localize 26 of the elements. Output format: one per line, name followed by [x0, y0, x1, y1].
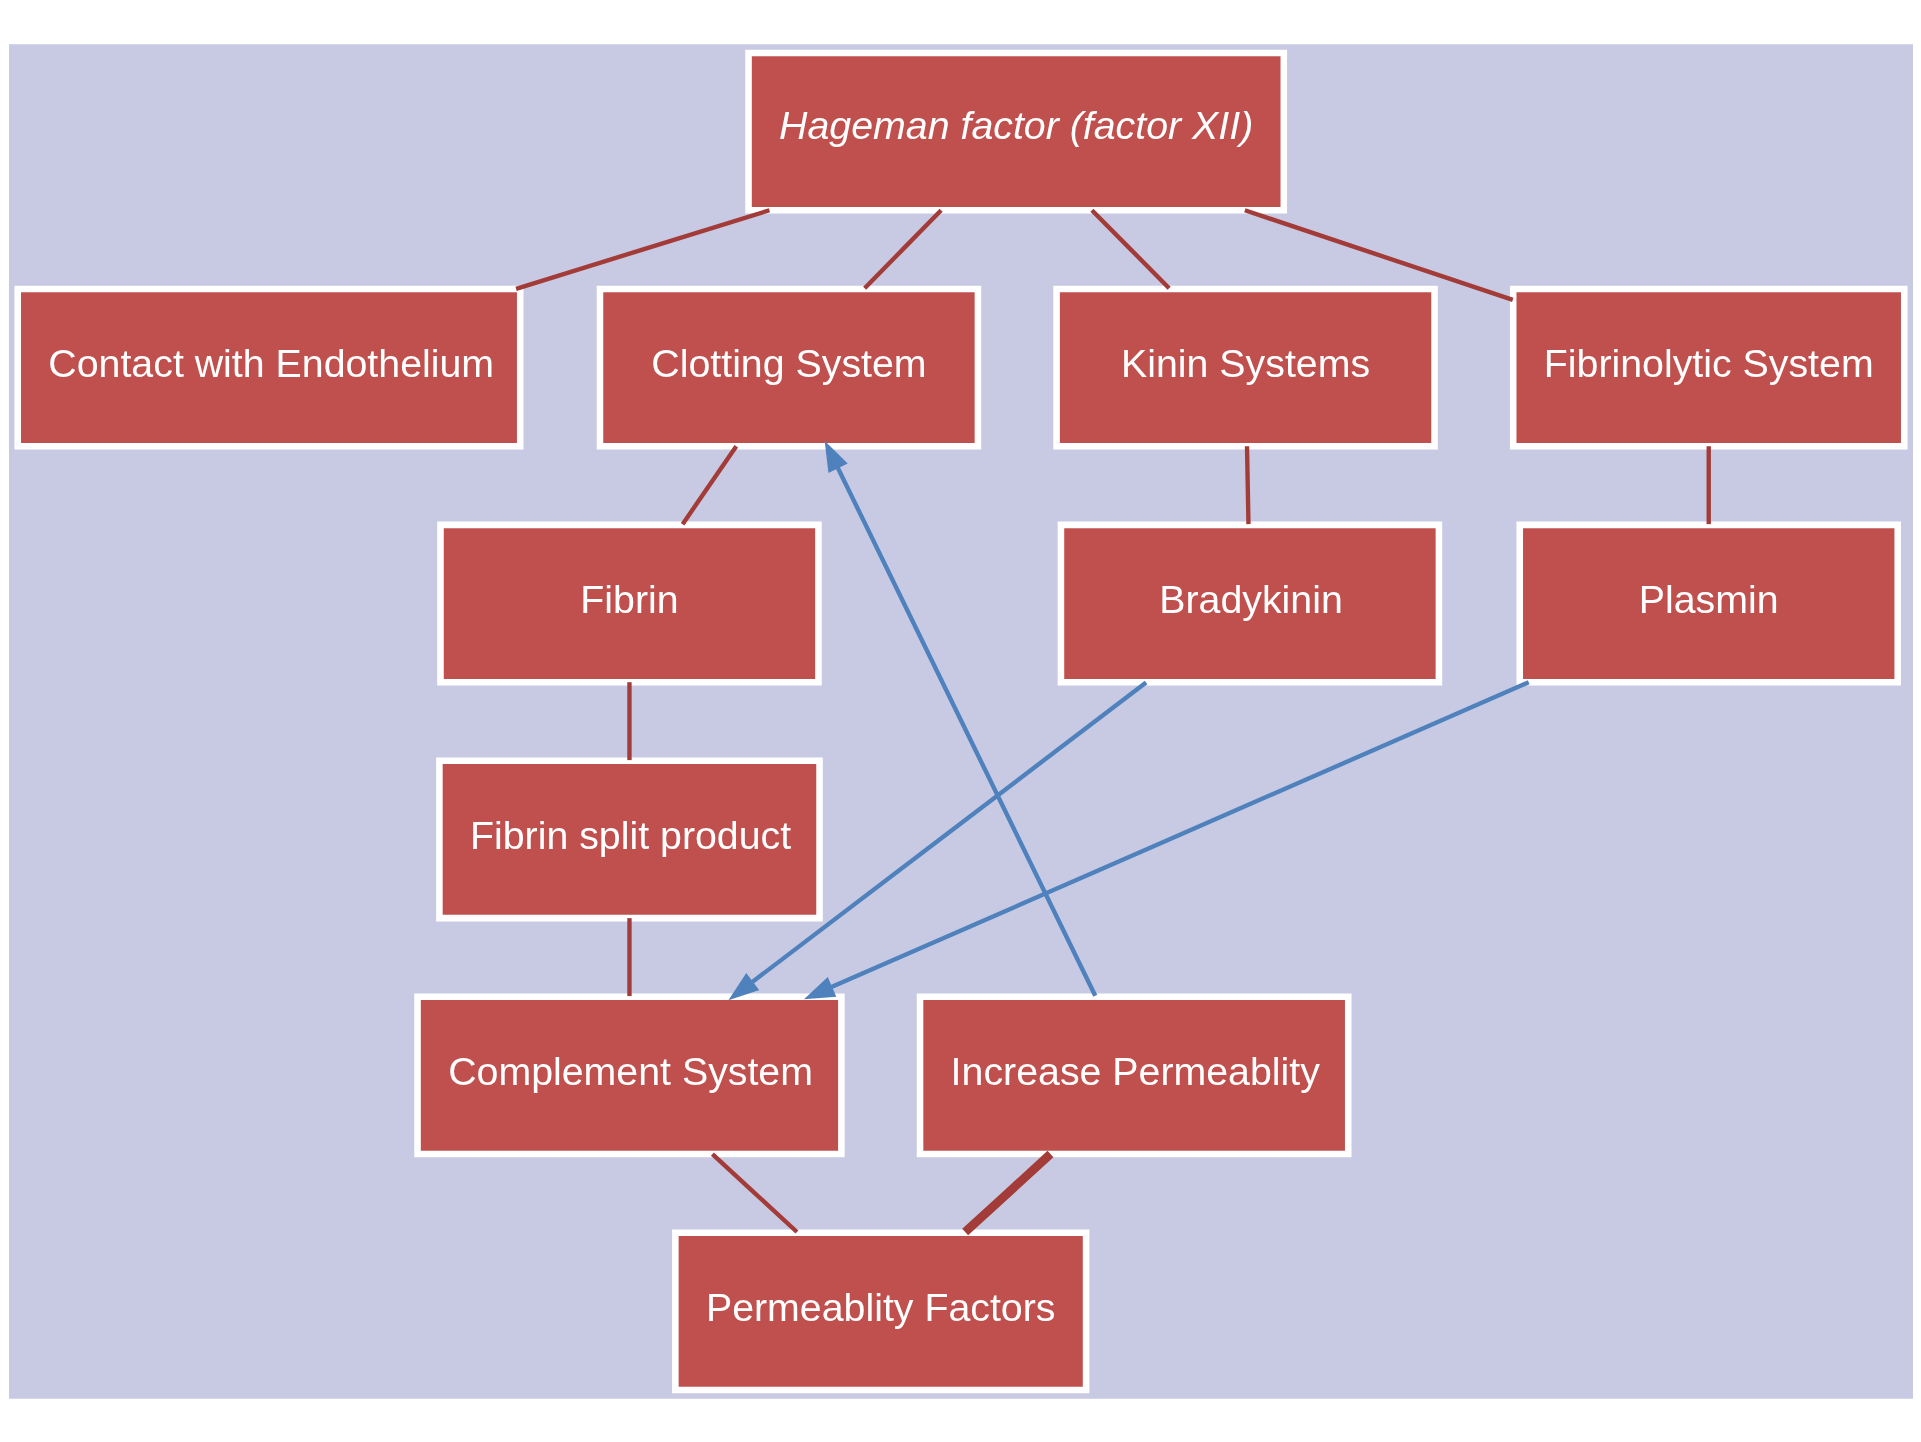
connector	[961, 1150, 1053, 1235]
node-box: Hageman factor (factor XII)	[744, 49, 1287, 214]
connector	[1244, 445, 1251, 524]
connector	[710, 1151, 798, 1234]
connector	[680, 444, 738, 525]
node-box: Fibrin split product	[435, 757, 823, 921]
arrow	[824, 440, 1097, 997]
node-box: Plasmin	[1515, 521, 1901, 685]
node-box: Clotting System	[596, 285, 981, 449]
arrow	[803, 679, 1530, 999]
node-box: Increase Permeablity	[916, 993, 1351, 1157]
connector	[862, 208, 943, 290]
node-box: Complement System	[413, 993, 845, 1157]
node-box: Contact with Endothelium	[13, 285, 523, 449]
node-box: Fibrinolytic System	[1509, 285, 1908, 449]
connector	[1706, 445, 1711, 524]
connector	[1089, 208, 1171, 290]
arrow	[727, 680, 1147, 1000]
connector	[1243, 207, 1513, 302]
node-box: Bradykinin	[1057, 521, 1442, 685]
node-box: Kinin Systems	[1052, 285, 1438, 449]
node-box: Fibrin	[436, 521, 822, 685]
connector	[626, 917, 632, 996]
node-box: Permeablity Factors	[671, 1228, 1089, 1393]
connector	[626, 681, 632, 760]
connector	[514, 207, 770, 291]
